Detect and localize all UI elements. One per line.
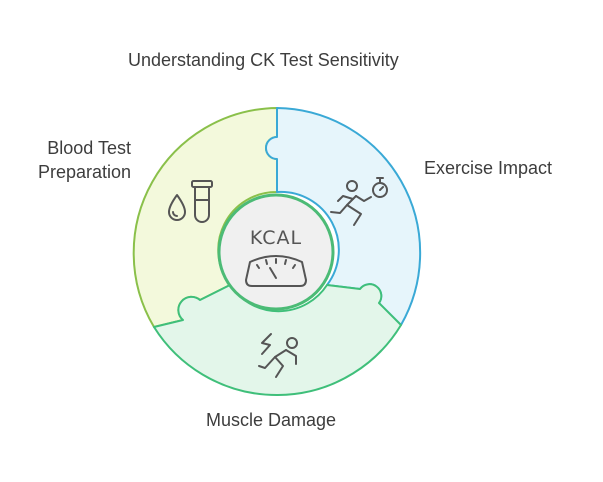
muscle-damage-segment <box>153 283 402 397</box>
diagram-title: Understanding CK Test Sensitivity <box>128 50 399 70</box>
exercise-impact-label: Exercise Impact <box>424 158 553 178</box>
running-stopwatch-icon <box>330 177 388 226</box>
blood-test-label: Blood Test Preparation <box>20 136 131 184</box>
blood-test-label-line1: Blood Test <box>47 138 131 158</box>
blood-test-label-line2: Preparation <box>37 162 131 182</box>
center-kcal-text: KCAL <box>250 227 302 249</box>
scale-gauge-icon <box>245 255 307 287</box>
blood-test-tubes-icon <box>168 180 213 223</box>
center-circle <box>217 193 335 311</box>
muscle-damage-label: Muscle Damage <box>206 410 337 430</box>
falling-person-icon <box>258 333 298 378</box>
